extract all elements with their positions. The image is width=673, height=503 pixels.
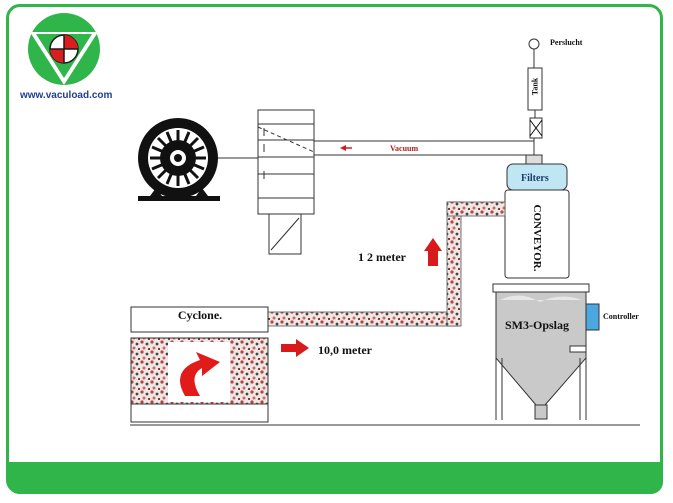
vacuum-line bbox=[313, 140, 535, 156]
cyclone-label: Cyclone. bbox=[177, 308, 223, 322]
controller-label: Controller bbox=[603, 312, 639, 321]
compressed-air-label: Perslucht bbox=[550, 38, 583, 47]
vacuload-logo bbox=[28, 13, 100, 85]
controller-box bbox=[585, 303, 600, 331]
website-url[interactable]: www.vacuload.com bbox=[20, 90, 113, 101]
conveyor-label: CONVEYOR. bbox=[531, 204, 543, 272]
vacuum-label: Vacuum bbox=[390, 144, 419, 153]
filter-housing bbox=[257, 109, 315, 255]
tank-label: Tank bbox=[530, 77, 540, 96]
material-pipe bbox=[267, 201, 506, 327]
vertical-flow-arrow bbox=[424, 238, 442, 266]
filters-label: Filters bbox=[521, 173, 549, 184]
horizontal-flow-arrow bbox=[281, 339, 309, 357]
distance-label: 10,0 meter bbox=[318, 343, 372, 357]
height-label: 1 2 meter bbox=[358, 250, 406, 264]
storage-label: SM3-Opslag bbox=[505, 318, 570, 332]
vacuum-conveyor bbox=[504, 154, 570, 279]
compressed-air-tank bbox=[527, 38, 543, 160]
cyclone-unit bbox=[130, 306, 269, 423]
footer-bar bbox=[8, 462, 663, 494]
storage-silo bbox=[492, 283, 590, 420]
vacuum-pump-icon bbox=[138, 118, 258, 201]
